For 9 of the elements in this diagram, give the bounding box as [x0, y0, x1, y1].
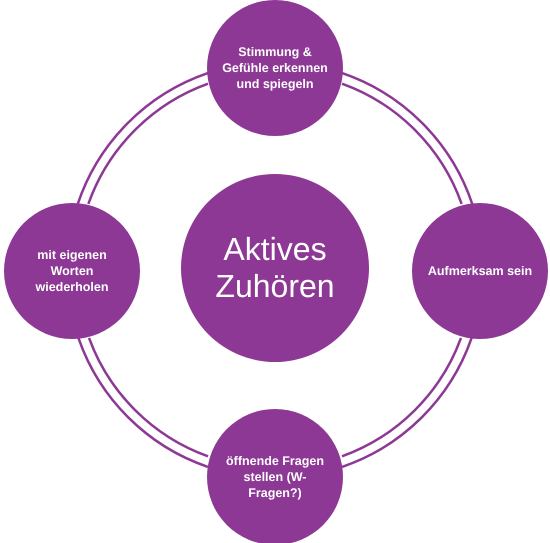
ring-connector	[340, 336, 473, 468]
circle-label: Stimmung & Gefühle erkennen und spiegeln	[221, 44, 329, 92]
ring-connector	[77, 336, 210, 468]
ring-connector	[76, 72, 210, 206]
circle-label: mit eigenen Worten wiederholen	[34, 246, 110, 296]
circle-label: Aktives Zuhören	[214, 231, 336, 305]
circle-label: öffnende Fragen stellen (W-Fragen?)	[225, 452, 325, 502]
ring-connector	[340, 72, 474, 206]
circle-label: Aufmerksam sein	[428, 262, 532, 280]
